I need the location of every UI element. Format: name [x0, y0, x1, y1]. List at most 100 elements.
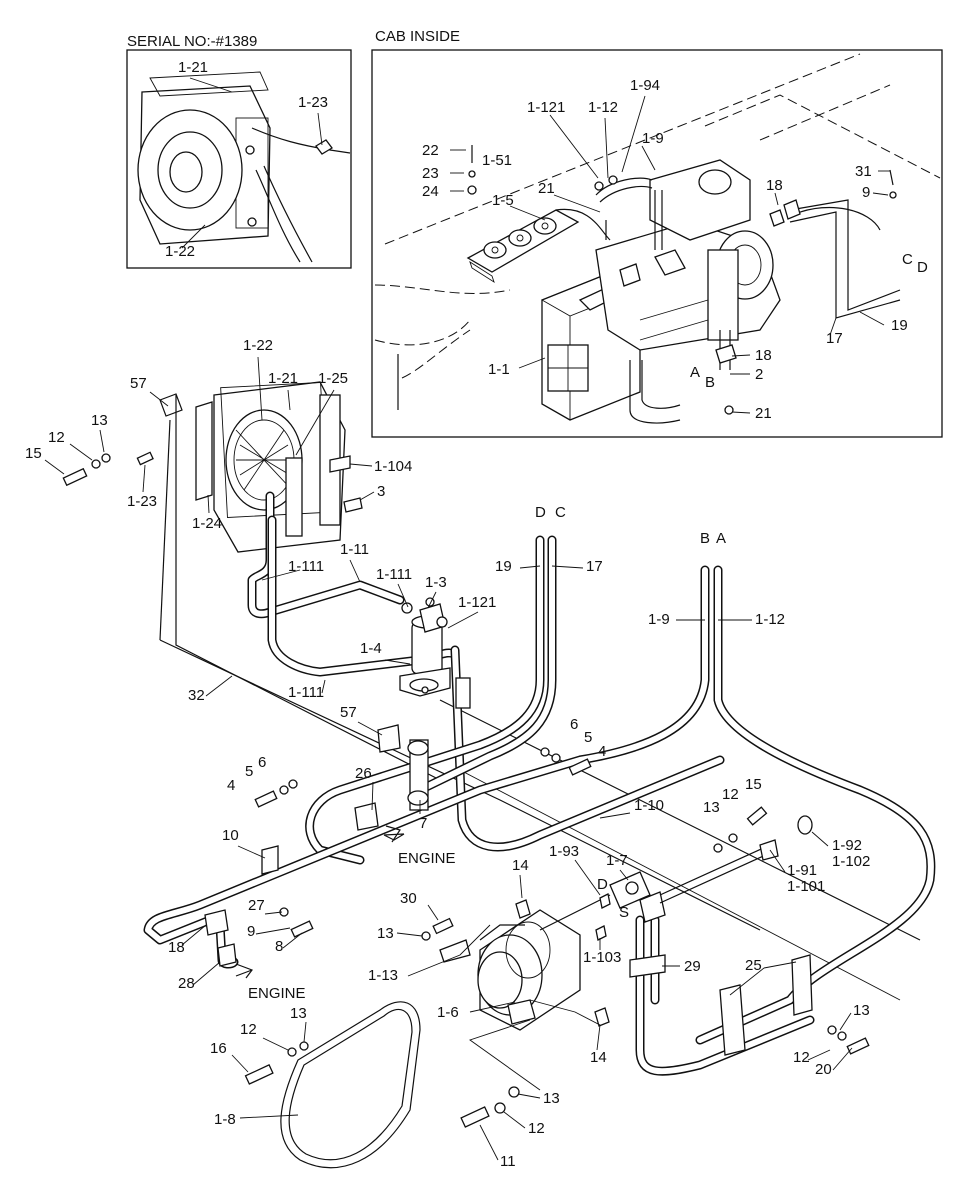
- callout-c-C1: C: [902, 251, 913, 268]
- compressor: [477, 894, 611, 1031]
- callout-c-57b: 57: [340, 704, 357, 721]
- callout-c-31: 31: [855, 163, 872, 180]
- callout-c-24a: 24: [422, 183, 439, 200]
- callout-c-23a: 23: [422, 165, 439, 182]
- callout-c-22a: 22: [422, 142, 439, 159]
- receiver-drier: [399, 602, 471, 709]
- drive-belt: [280, 1001, 421, 1169]
- callout-c-15a: 15: [25, 445, 42, 462]
- callout-c-3: 3: [377, 483, 385, 500]
- callout-c-18a: 18: [766, 177, 783, 194]
- callout-c-18c: 18: [168, 939, 185, 956]
- callout-c-1-23b: 1-23: [127, 493, 157, 510]
- callout-c-2: 2: [755, 366, 763, 383]
- callout-c-A2: A: [716, 530, 726, 547]
- callout-c-1-12a: 1-12: [588, 99, 618, 116]
- callout-c-4a: 4: [598, 743, 606, 760]
- cab-outline: [374, 53, 941, 410]
- engine-arrows: [235, 825, 405, 979]
- callout-c-13b: 13: [703, 799, 720, 816]
- callout-c-1-3: 1-3: [425, 574, 447, 591]
- callout-c-1-9b: 1-9: [648, 611, 670, 628]
- callout-c-1-11a: 1-11: [340, 541, 369, 558]
- callout-c-1-22a: 1-22: [165, 243, 195, 260]
- fasteners: [62, 451, 870, 1128]
- callout-c-9b: 9: [247, 923, 255, 940]
- callout-c-12b: 12: [722, 786, 739, 803]
- callout-c-1-21a: 1-21: [178, 59, 208, 76]
- callout-c-B2: B: [700, 530, 710, 547]
- callout-c-19b: 19: [495, 558, 512, 575]
- callout-c-1-4: 1-4: [360, 640, 382, 657]
- callout-c-14b: 14: [590, 1049, 607, 1066]
- callout-c-1-1: 1-1: [488, 361, 510, 378]
- callout-c-20: 20: [815, 1061, 832, 1078]
- callout-c-1-5: 1-5: [492, 192, 514, 209]
- callout-c-7: 7: [419, 815, 427, 832]
- callout-c-1-13: 1-13: [368, 967, 398, 984]
- callout-c-4b: 4: [227, 777, 235, 794]
- callout-c-9a: 9: [862, 184, 870, 201]
- callout-c-32: 32: [188, 687, 205, 704]
- callout-c-C2: C: [555, 504, 566, 521]
- serial-no-label: SERIAL NO:-#1389: [127, 33, 257, 50]
- callout-c-25: 25: [745, 957, 762, 974]
- callout-c-1-104: 1-104: [374, 458, 412, 475]
- callout-c-1-94: 1-94: [630, 77, 660, 94]
- callout-c-1-111c: 1-111: [288, 684, 324, 701]
- callout-c-1-6: 1-6: [437, 1004, 459, 1021]
- callout-c-D2: D: [535, 504, 546, 521]
- callout-c-6a: 6: [570, 716, 578, 733]
- inset-condenser: [137, 71, 351, 263]
- callout-c-8: 8: [275, 938, 283, 955]
- callout-c-28: 28: [178, 975, 195, 992]
- brackets: [204, 724, 813, 1056]
- callout-c-1-8: 1-8: [214, 1111, 236, 1128]
- callout-c-29: 29: [684, 958, 701, 975]
- callout-c-12a: 12: [48, 429, 65, 446]
- serial-inset-frame: [126, 49, 352, 269]
- callout-c-1-9a: 1-9: [642, 130, 664, 147]
- callout-c-D3: D: [597, 876, 608, 893]
- callout-c-19a: 19: [891, 317, 908, 334]
- callout-c-12c: 12: [240, 1021, 257, 1038]
- callout-c-16: 16: [210, 1040, 227, 1057]
- callout-c-13a: 13: [91, 412, 108, 429]
- callout-c-A1: A: [690, 364, 700, 381]
- control-panel: [466, 208, 611, 284]
- callout-c-D1: D: [917, 259, 928, 276]
- callout-c-17a: 17: [826, 330, 843, 347]
- callout-c-5a: 5: [584, 729, 592, 746]
- callout-c-13e: 13: [853, 1002, 870, 1019]
- callout-c-30: 30: [400, 890, 417, 907]
- callout-c-10: 10: [222, 827, 239, 844]
- callout-c-1-121b: 1-121: [458, 594, 496, 611]
- callout-c-1-21b: 1-21: [268, 370, 298, 387]
- callout-c-12e: 12: [528, 1120, 545, 1137]
- callout-c-15b: 15: [745, 776, 762, 793]
- callout-c-21b: 21: [755, 405, 772, 422]
- callout-c-1-101: 1-101: [787, 878, 825, 895]
- callout-c-engine1: ENGINE: [398, 850, 456, 867]
- heater-unit: [540, 159, 781, 421]
- cab-hoses: [467, 145, 901, 424]
- callout-c-1-102: 1-102: [832, 853, 870, 870]
- callout-c-1-10: 1-10: [634, 797, 664, 814]
- callout-c-1-91: 1-91: [787, 862, 817, 879]
- callout-c-1-111a: 1-111: [288, 558, 324, 575]
- callout-c-1-103: 1-103: [583, 949, 621, 966]
- callout-c-1-23a: 1-23: [298, 94, 328, 111]
- cab-inside-label: CAB INSIDE: [375, 28, 460, 45]
- callout-c-1-12b: 1-12: [755, 611, 785, 628]
- callout-c-1-92: 1-92: [832, 837, 862, 854]
- callout-c-17b: 17: [586, 558, 603, 575]
- callout-c-engine2: ENGINE: [248, 985, 306, 1002]
- callout-c-1-121a: 1-121: [527, 99, 565, 116]
- callout-c-57a: 57: [130, 375, 147, 392]
- callout-c-27: 27: [248, 897, 265, 914]
- cab-inside-frame: [371, 49, 943, 438]
- condenser: [159, 381, 363, 641]
- callout-c-S: S: [619, 904, 629, 921]
